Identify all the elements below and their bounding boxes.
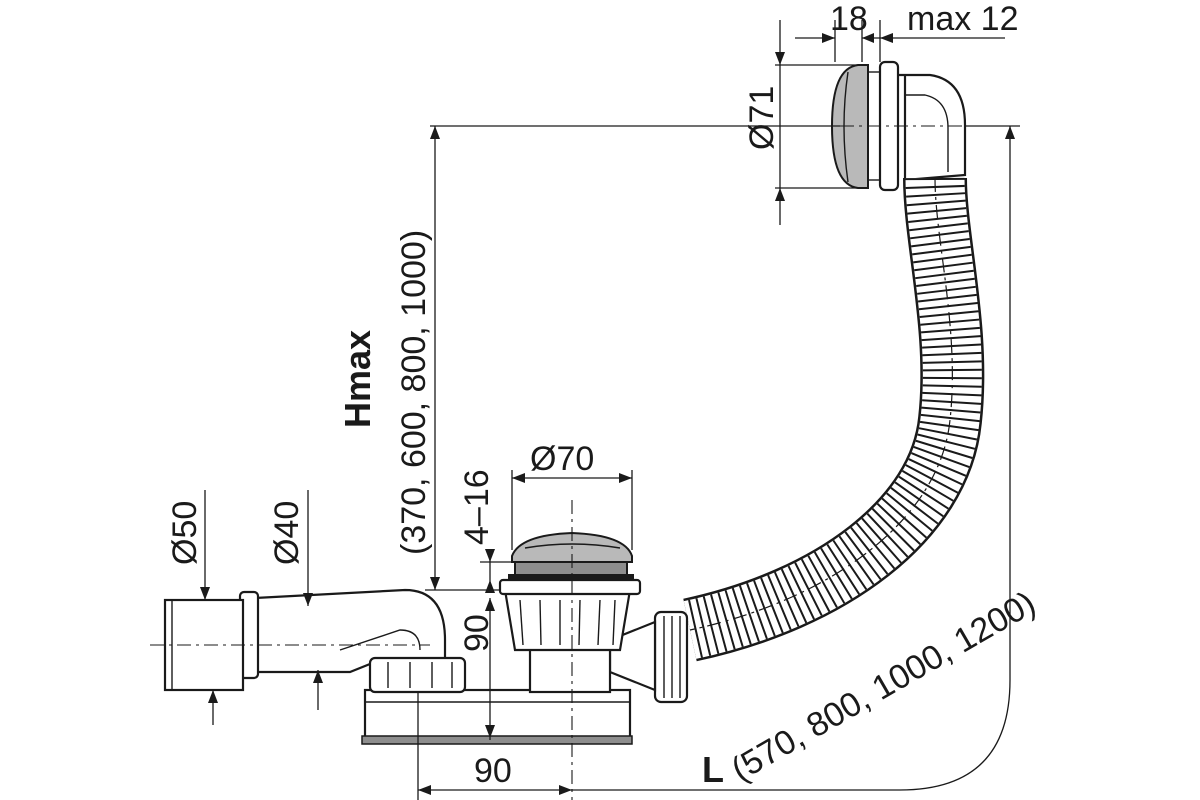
dim-d50: Ø50 [166, 501, 204, 565]
outlet-elbow-inner [339, 629, 421, 651]
flexible-hose [683, 177, 985, 662]
overflow-elbow-inner [905, 94, 949, 172]
dim-l-label: L [702, 749, 724, 790]
hose-nut [608, 610, 689, 704]
outlet-assembly [150, 588, 467, 694]
dim-90-horizontal: 90 [474, 752, 512, 790]
dim-hmax-values: (370, 600, 800, 1000) [395, 230, 433, 555]
drain-assembly [361, 500, 642, 800]
overflow-assembly [830, 60, 1010, 192]
dim-90-vertical: 90 [458, 614, 496, 652]
dim-max12: max 12 [907, 0, 1019, 38]
dim-d70: Ø70 [530, 440, 594, 478]
dimension-lines [200, 20, 1020, 800]
overflow-elbow [880, 73, 967, 182]
outlet-nut [368, 656, 467, 694]
drain-housing [503, 588, 632, 652]
dim-d40: Ø40 [268, 501, 306, 565]
trap-base [363, 688, 632, 740]
trap-base-bottom [361, 735, 633, 745]
drain-ring [508, 574, 634, 580]
drain-gasket [514, 561, 628, 577]
dim-d71: Ø71 [743, 86, 781, 150]
dim-4-16: 4–16 [458, 469, 496, 545]
dim-hmax-label: Hmax [337, 330, 378, 428]
dim-18: 18 [830, 0, 868, 38]
drain-flange [498, 578, 642, 596]
